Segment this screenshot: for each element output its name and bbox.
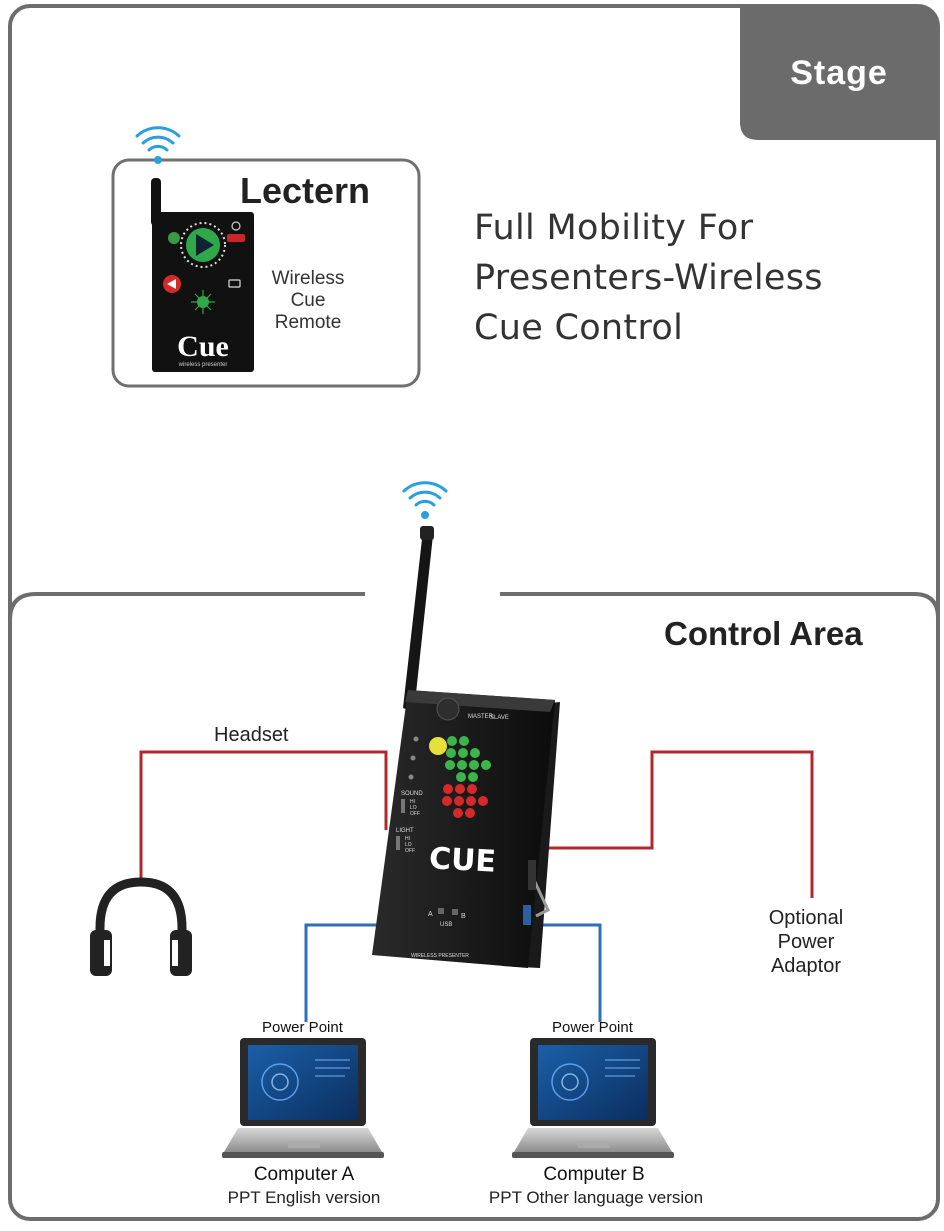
- wireless-remote: Cue wireless presenter: [151, 178, 254, 372]
- laptop-a-icon: [222, 1038, 384, 1158]
- control-area-title: Control Area: [664, 615, 863, 652]
- lectern-title: Lectern: [240, 170, 371, 211]
- remote-subbrand: wireless presenter: [178, 362, 228, 368]
- device-light-off: OFF: [405, 848, 415, 854]
- computer-b-screen-label: Power Point: [552, 1019, 633, 1036]
- device-sound-hi: HI: [410, 799, 415, 805]
- control-area-frame: [8, 592, 940, 621]
- device-light-label: LIGHT: [396, 828, 414, 834]
- computer-b-desc: PPT Other language version: [488, 1188, 704, 1207]
- laptop-b-icon: [512, 1038, 674, 1158]
- usb-wire-b: [530, 923, 602, 1022]
- wifi-icon-remote: [135, 126, 181, 164]
- lectern-box: [111, 158, 421, 388]
- device-sound-lo: LO: [410, 805, 417, 811]
- device-port-a-label: A: [428, 911, 433, 918]
- device-port-b-label: B: [461, 913, 466, 920]
- power-wire: [540, 750, 814, 898]
- device-master-label: MASTER: [468, 714, 494, 720]
- device-slave-label: SLAVE: [490, 715, 509, 721]
- power-adaptor-label: Optional Power Adaptor: [768, 907, 844, 977]
- tagline: Full Mobility For Presenters-Wireless Cu…: [474, 208, 823, 348]
- stage-label: Stage: [790, 53, 888, 92]
- stage-tab: [740, 6, 938, 140]
- computer-a-screen-label: Power Point: [262, 1019, 343, 1036]
- device-sound-label: SOUND: [401, 791, 423, 797]
- computer-b-name: Computer B: [543, 1164, 645, 1185]
- device-usb-label: USB: [440, 922, 452, 928]
- headset-wire: [139, 750, 388, 880]
- device-led-matrix: [442, 736, 491, 818]
- cue-receiver: MASTER SLAVE SOUND HI LO OFF LIGHT HI LO…: [372, 526, 560, 968]
- headset-label: Headset: [214, 724, 289, 746]
- computer-a-desc: PPT English version: [227, 1188, 381, 1207]
- device-bottom-label: WIRELESS PRESENTER: [411, 953, 469, 959]
- device-light-hi: HI: [405, 836, 410, 842]
- computer-a-name: Computer A: [253, 1164, 355, 1185]
- device-brand: CUE: [428, 841, 497, 879]
- device-yellow-led-icon: [429, 737, 447, 755]
- remote-green-button-icon: [168, 232, 180, 244]
- remote-caption: Wireless Cue Remote: [271, 268, 345, 333]
- device-light-lo: LO: [405, 842, 412, 848]
- remote-brand: Cue: [177, 330, 229, 363]
- headphones-icon: [90, 877, 192, 976]
- wifi-icon-receiver: [402, 481, 448, 519]
- stage-frame: [8, 4, 940, 1221]
- device-sound-off: OFF: [410, 811, 420, 817]
